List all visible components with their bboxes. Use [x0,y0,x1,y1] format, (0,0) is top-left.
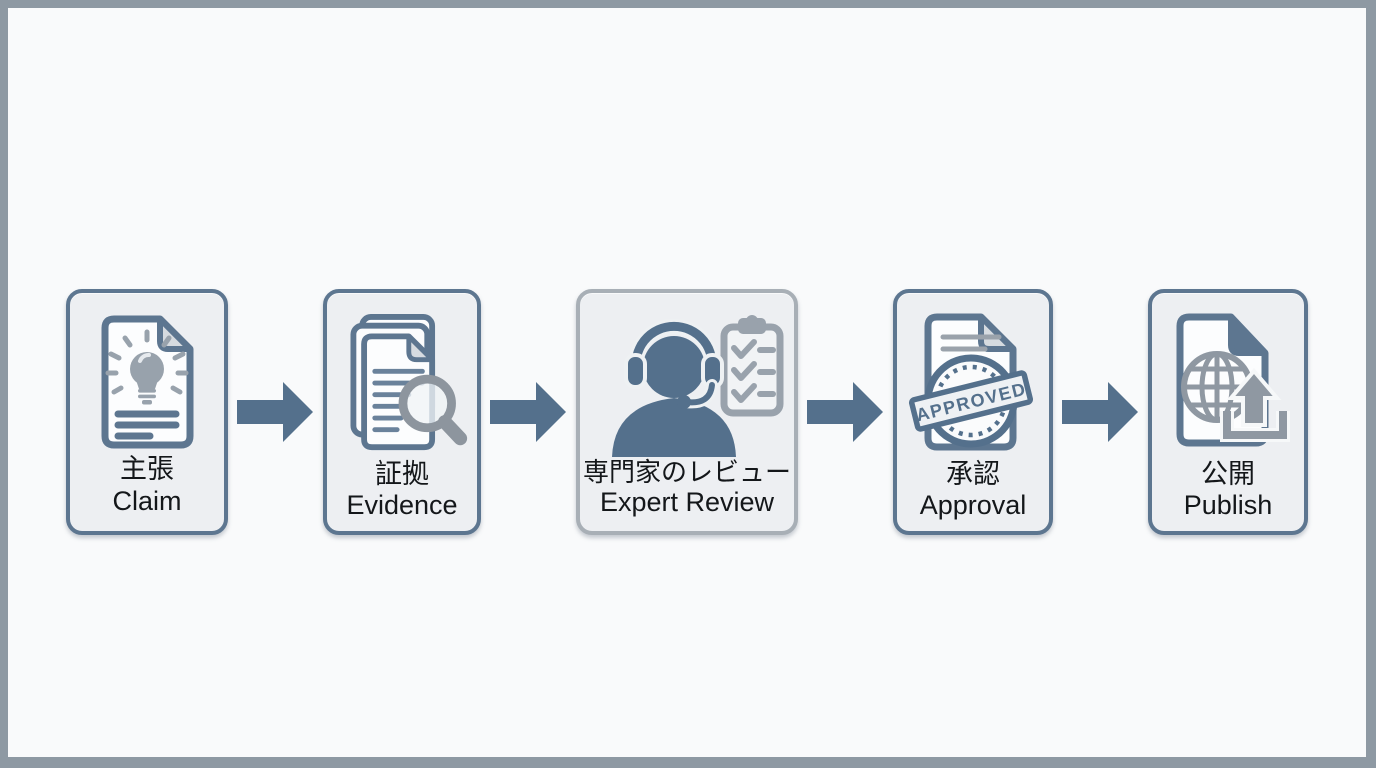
step-label-ja: 主張 [119,454,174,485]
step-label-en: Expert Review [599,487,775,518]
step-labels: 公開 Publish [1184,459,1273,524]
step-publish: 公開 Publish [1148,289,1308,535]
step-expert-review: 専門家のレビュー Expert Review [576,289,798,535]
step-label-ja: 証拠 [374,459,429,489]
magnifier-glass [398,374,468,446]
flow-arrow-icon [806,382,883,442]
flow-arrow-icon [489,382,566,442]
step-labels: 承認 Approval [920,459,1027,524]
workflow-diagram: 主張 Claim [66,289,1308,535]
step-label-ja: 専門家のレビュー [583,457,792,487]
approved-stamp: APPROVED [908,354,1034,448]
document-approved-stamp-icon: APPROVED [903,309,1043,459]
step-label-en: Claim [112,485,182,516]
step-label-en: Publish [1183,490,1273,521]
document-globe-upload-icon [1158,309,1298,459]
reviewer-headset-clipboard-icon [586,309,788,457]
document-lightbulb-icon-svg [101,315,194,449]
step-label-en: Approval [919,490,1027,521]
flow-arrow-icon [1061,382,1138,442]
flow-arrow-icon [236,382,313,442]
document-lightbulb-icon [76,309,218,454]
document-approved-stamp-icon-svg: APPROVED [908,313,1034,451]
reviewer-headset-clipboard-icon-svg [612,315,784,457]
lightbulb-rays [105,329,189,395]
person-headset [612,318,736,457]
document-globe-upload-icon-svg [1176,313,1290,447]
step-labels: 主張 Claim [112,454,181,519]
step-label-en: Evidence [346,490,458,521]
step-label-ja: 公開 [1201,459,1255,489]
documents-magnifier-icon [333,309,471,459]
diagram-canvas: 主張 Claim [8,8,1366,757]
globe [1181,351,1253,423]
step-labels: 専門家のレビュー Expert Review [583,457,791,520]
document-text-lines [940,334,1002,352]
lightbulb-bulb [130,351,164,405]
step-claim: 主張 Claim [66,289,228,535]
upload-arrow [1220,367,1290,442]
document-text-lines [114,410,180,440]
step-label-ja: 承認 [945,459,1000,489]
documents-magnifier-icon-svg [350,314,468,451]
step-evidence: 証拠 Evidence [323,289,481,535]
step-approval: APPROVED 承認 Approval [893,289,1053,535]
document-text-lines [372,368,425,433]
clipboard [720,315,784,417]
step-labels: 証拠 Evidence [346,459,457,524]
